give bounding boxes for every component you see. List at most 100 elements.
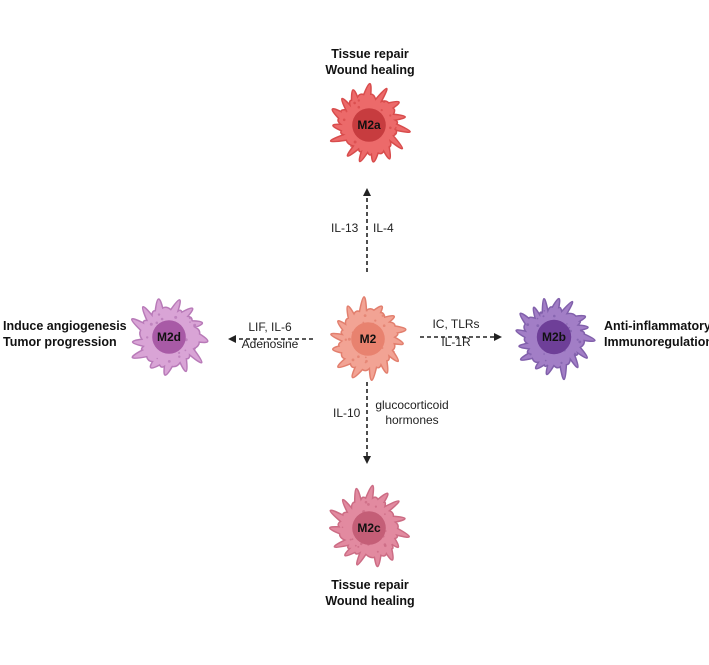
stimulus-il13: IL-13 (331, 221, 359, 235)
cell-granule (536, 324, 540, 327)
cell-granule (193, 323, 197, 327)
cell-granule (394, 132, 397, 135)
cell-granule (574, 352, 576, 354)
cell-granule (160, 317, 164, 321)
stimulus-m2b: IC, TLRs IL-1R (425, 317, 487, 350)
cell-granule (392, 350, 395, 353)
cell-granule (395, 126, 397, 129)
cell-granule (544, 359, 547, 362)
cell-granule (167, 360, 171, 363)
cell-granule (364, 356, 367, 359)
cell-granule (529, 353, 532, 356)
cell-m2c: M2c (329, 484, 410, 568)
cell-granule (357, 105, 361, 109)
heading-m2c-line2: Wound healing (325, 594, 415, 608)
cell-granule (357, 99, 360, 102)
heading-m2b-line2: Immunoregulation (604, 335, 709, 349)
cell-m2b-label: M2b (542, 330, 566, 344)
cell-granule (578, 340, 582, 344)
cell-granule (193, 347, 196, 350)
stimulus-il10: IL-10 (333, 406, 361, 420)
heading-m2d-line1: Induce angiogenesis (3, 319, 127, 333)
stimulus-glucocorticoid-line2: hormones (385, 413, 439, 427)
cell-granule (347, 337, 351, 341)
cell-granule (376, 550, 379, 553)
cell-granule (363, 314, 367, 317)
cell-granule (156, 357, 158, 360)
cell-granule (178, 355, 181, 358)
cell-nucleus (152, 320, 186, 354)
cell-granule (349, 538, 352, 541)
cell-m2d-label: M2d (157, 330, 181, 344)
cell-granule (155, 321, 159, 325)
heading-m2a-line2: Wound healing (325, 63, 415, 77)
cell-nucleus (351, 322, 385, 356)
cell-granule (366, 309, 368, 312)
cell-m2-label: M2 (360, 332, 377, 346)
cell-m2b: M2b (515, 297, 596, 381)
cell-m2d: M2d (131, 298, 209, 376)
cell-granule (189, 321, 191, 323)
cell-granule (374, 505, 377, 508)
cell-granule (526, 323, 530, 326)
heading-m2c: Tissue repair Wound healing (314, 577, 426, 609)
cell-granule (351, 358, 355, 362)
cell-granule (542, 315, 545, 318)
stimulus-ic-tlrs: IC, TLRs (432, 317, 480, 331)
cell-granule (354, 102, 356, 105)
heading-m2b-line1: Anti-inflammatory (604, 319, 709, 333)
heading-m2b: Anti-inflammatory Immunoregulation (604, 318, 709, 350)
cell-granule (342, 118, 346, 122)
cell-granule (384, 513, 386, 516)
cell-granule (384, 544, 387, 548)
cell-granule (367, 503, 370, 506)
cell-granule (157, 313, 161, 316)
cell-m2a: M2a (329, 82, 411, 163)
cell-granule (345, 110, 348, 113)
cell-granule (357, 355, 360, 359)
stimulus-glucocorticoid: glucocorticoid hormones (369, 398, 455, 428)
cell-granule (365, 359, 368, 363)
stimulus-lif-il6: LIF, IL-6 (248, 320, 292, 334)
cell-granule (543, 310, 546, 312)
cell-granule (381, 314, 384, 317)
heading-m2c-line1: Tissue repair (331, 578, 409, 592)
cell-granule (543, 353, 545, 355)
cell-m2c-label: M2c (357, 521, 381, 535)
cell-granule (374, 319, 377, 322)
cell-granule (149, 322, 153, 326)
cell-granule (382, 100, 386, 103)
cell-m2: M2 (330, 296, 407, 381)
cell-granule (178, 351, 181, 354)
stimulus-il4: IL-4 (373, 221, 394, 235)
cell-granule (146, 336, 149, 339)
cell-granule (389, 114, 392, 117)
cell-granule (568, 326, 571, 329)
stimulus-glucocorticoid-line1: glucocorticoid (375, 398, 449, 412)
cell-granule (380, 109, 383, 112)
heading-m2d-line2: Tumor progression (3, 335, 117, 349)
cell-granule (354, 544, 357, 547)
cell-granule (357, 545, 360, 548)
cell-granule (553, 314, 556, 318)
cell-granule (350, 145, 353, 148)
cell-granule (382, 324, 386, 328)
cell-granule (188, 317, 191, 320)
cell-granule (394, 128, 397, 131)
cell-granule (560, 361, 563, 364)
cell-granule (341, 526, 344, 529)
cell-granule (351, 538, 354, 541)
cell-granule (566, 323, 568, 325)
cell-granule (389, 126, 392, 130)
cell-granule (540, 312, 543, 315)
cell-nucleus (536, 319, 572, 355)
heading-m2a: Tissue repair Wound healing (314, 46, 426, 78)
cell-nucleus (352, 511, 386, 545)
heading-m2d: Induce angiogenesis Tumor progression (3, 318, 127, 350)
stimulus-m2d: LIF, IL-6 Adenosine (234, 320, 306, 352)
cell-granule (576, 338, 579, 341)
cell-granule (184, 349, 187, 352)
cell-granule (536, 317, 539, 320)
